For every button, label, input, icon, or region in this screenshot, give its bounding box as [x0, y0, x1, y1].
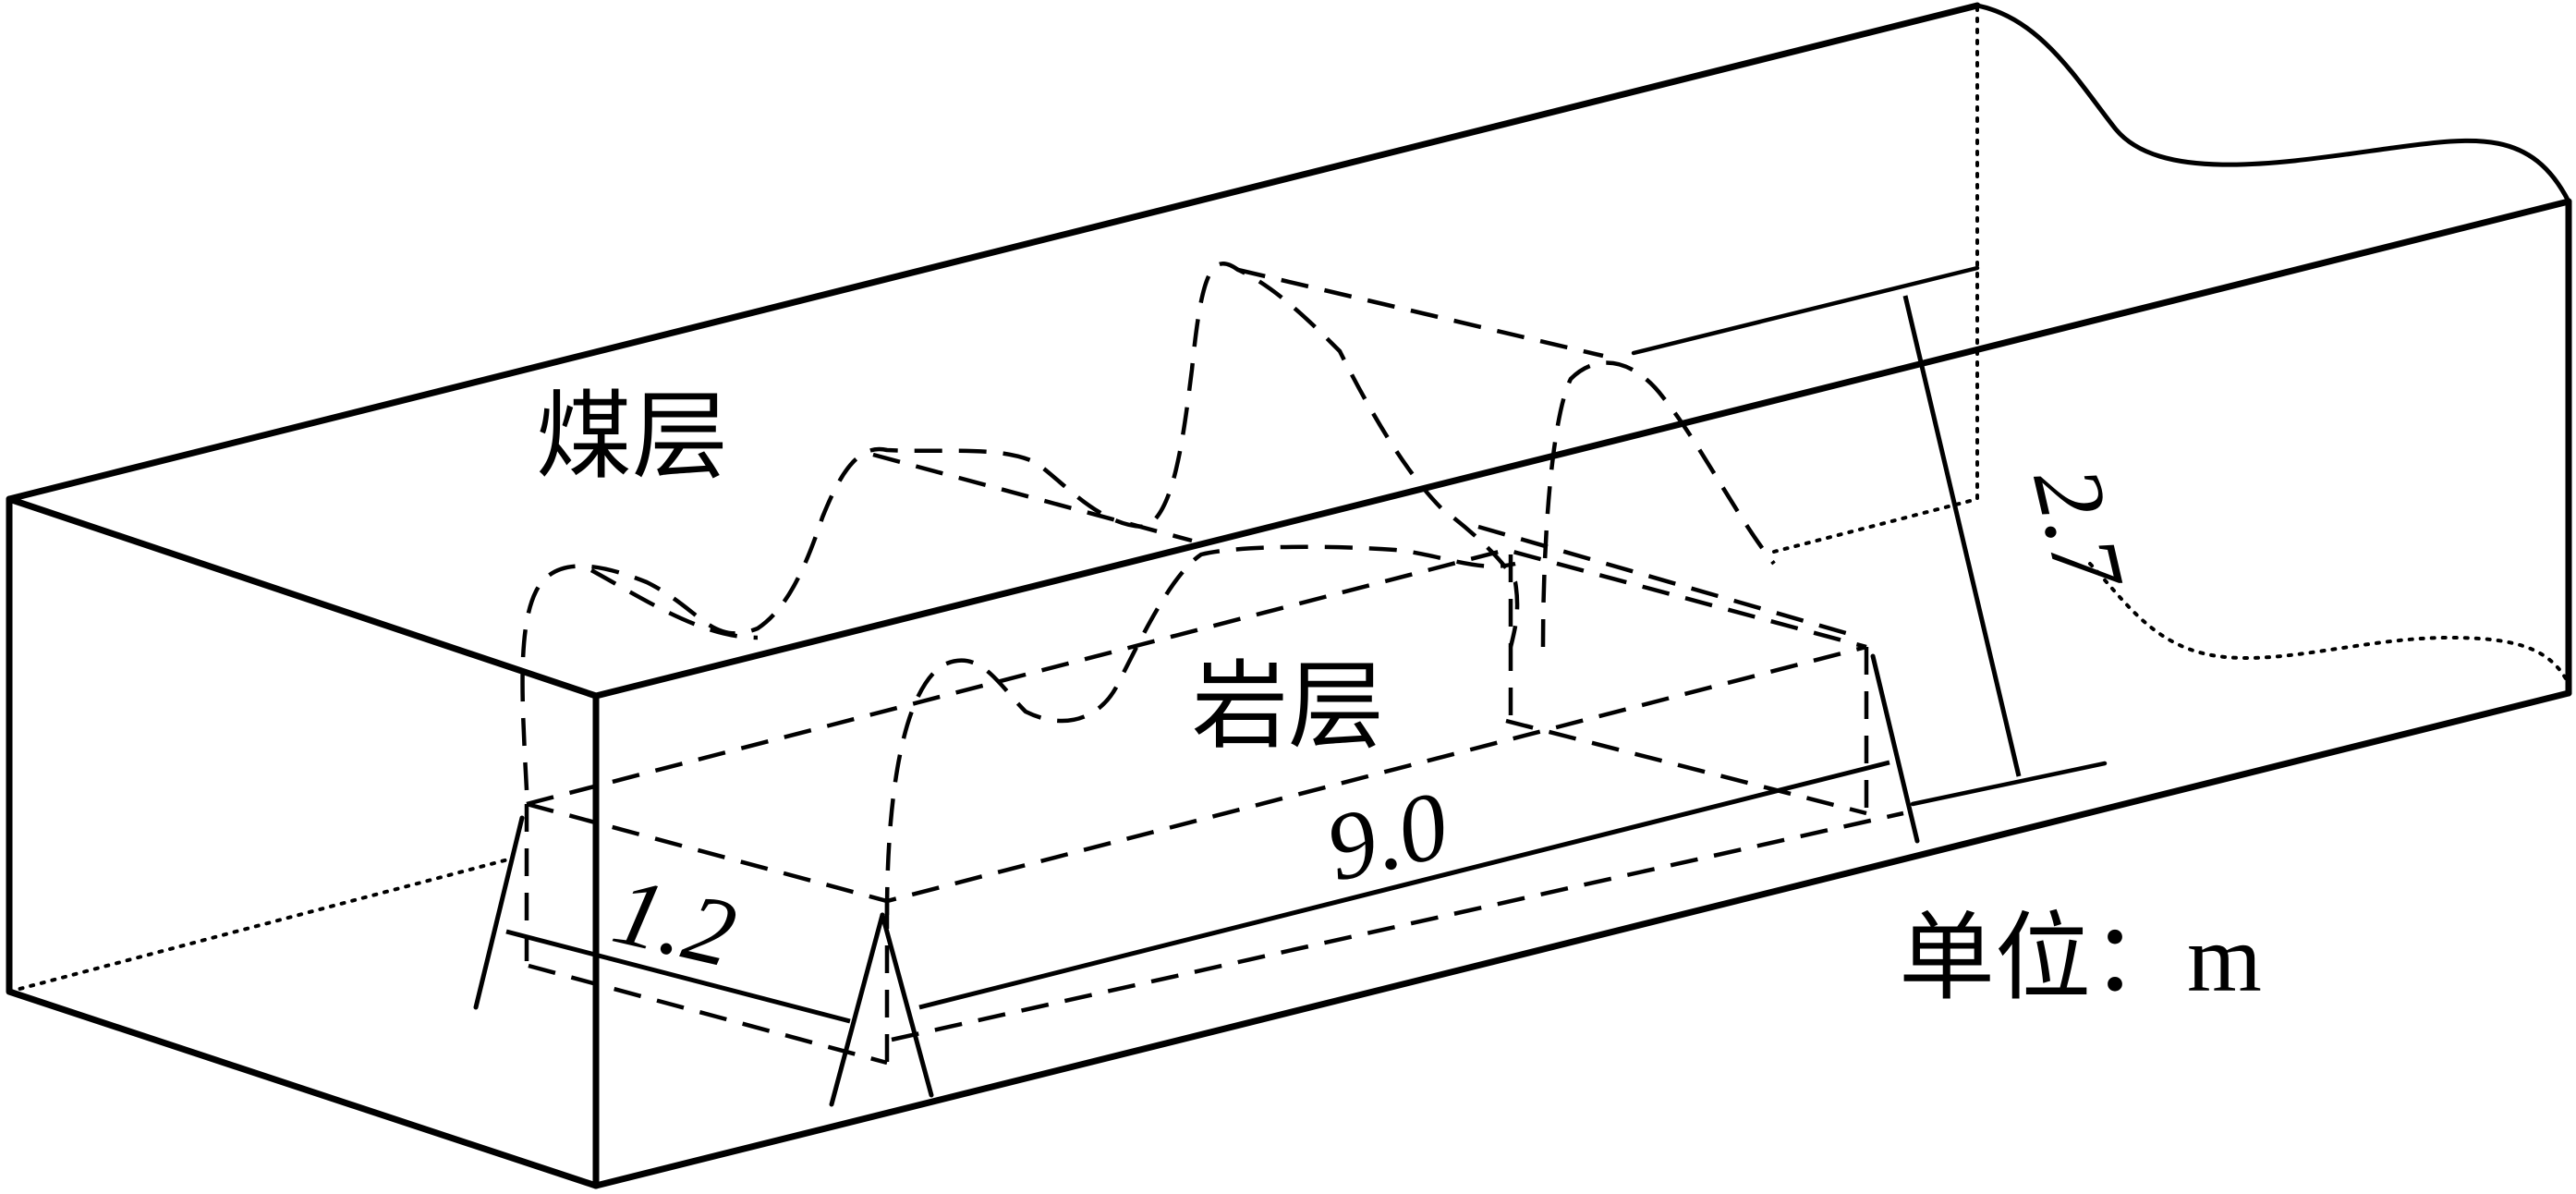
roof-profile-right-peak	[1540, 360, 1776, 648]
block-bottom-back-edge	[1505, 718, 1867, 816]
height-dimension-arrow	[1902, 295, 2022, 777]
text-labels: 煤层 岩层 单位：m 1.2 9.0 2.7	[536, 380, 2262, 1012]
roof-diagonal-3	[1477, 524, 1863, 640]
roof-profile-front	[520, 261, 1520, 791]
mid-support-leg-left	[829, 912, 885, 1107]
width-dimension-arrow	[505, 929, 851, 1024]
length-dimension-arrow	[918, 760, 1890, 1010]
box-top-front-edge	[592, 198, 2572, 700]
roadway-dashed-outline	[520, 261, 1904, 1066]
mid-support-leg-right	[880, 912, 934, 1098]
hidden-mid-back-edge	[1772, 497, 1979, 554]
box-top-wavy-end	[1975, 3, 2571, 204]
height-ext-bottom	[1910, 761, 2108, 807]
width-dimension-label: 1.2	[604, 858, 746, 988]
hidden-bottom-back-edge	[7, 858, 510, 993]
box-bottom-edge	[592, 689, 2572, 1189]
coal-seam-label: 煤层	[536, 380, 728, 493]
block-top-back-edge	[526, 547, 1867, 807]
box-top-back-edge	[6, 2, 1981, 503]
rock-layer-label: 岩层	[1192, 650, 1384, 762]
unit-label: 单位：m	[1899, 906, 2262, 1012]
hidden-wavy-end	[2088, 562, 2570, 686]
block-bottom-front-edge	[891, 810, 1904, 1042]
hidden-edges	[7, 6, 2570, 993]
length-dimension-label: 9.0	[1317, 772, 1458, 902]
height-dimension-label: 2.7	[2012, 457, 2144, 602]
dimension-lines	[505, 265, 2108, 1024]
box-front-face	[6, 495, 600, 1189]
left-support-leg	[473, 815, 525, 1010]
roof-diagonal-1	[872, 452, 1193, 543]
right-support-leg	[1870, 653, 1920, 844]
roof-diagonal-2	[1237, 267, 1604, 359]
block-bottom-left-edge	[528, 963, 888, 1066]
support-legs	[473, 653, 1920, 1107]
height-ext-top	[1631, 265, 1980, 356]
outer-box	[6, 2, 2572, 1189]
roof-profile-back	[589, 568, 759, 640]
roof-profile-rear	[884, 544, 1516, 916]
